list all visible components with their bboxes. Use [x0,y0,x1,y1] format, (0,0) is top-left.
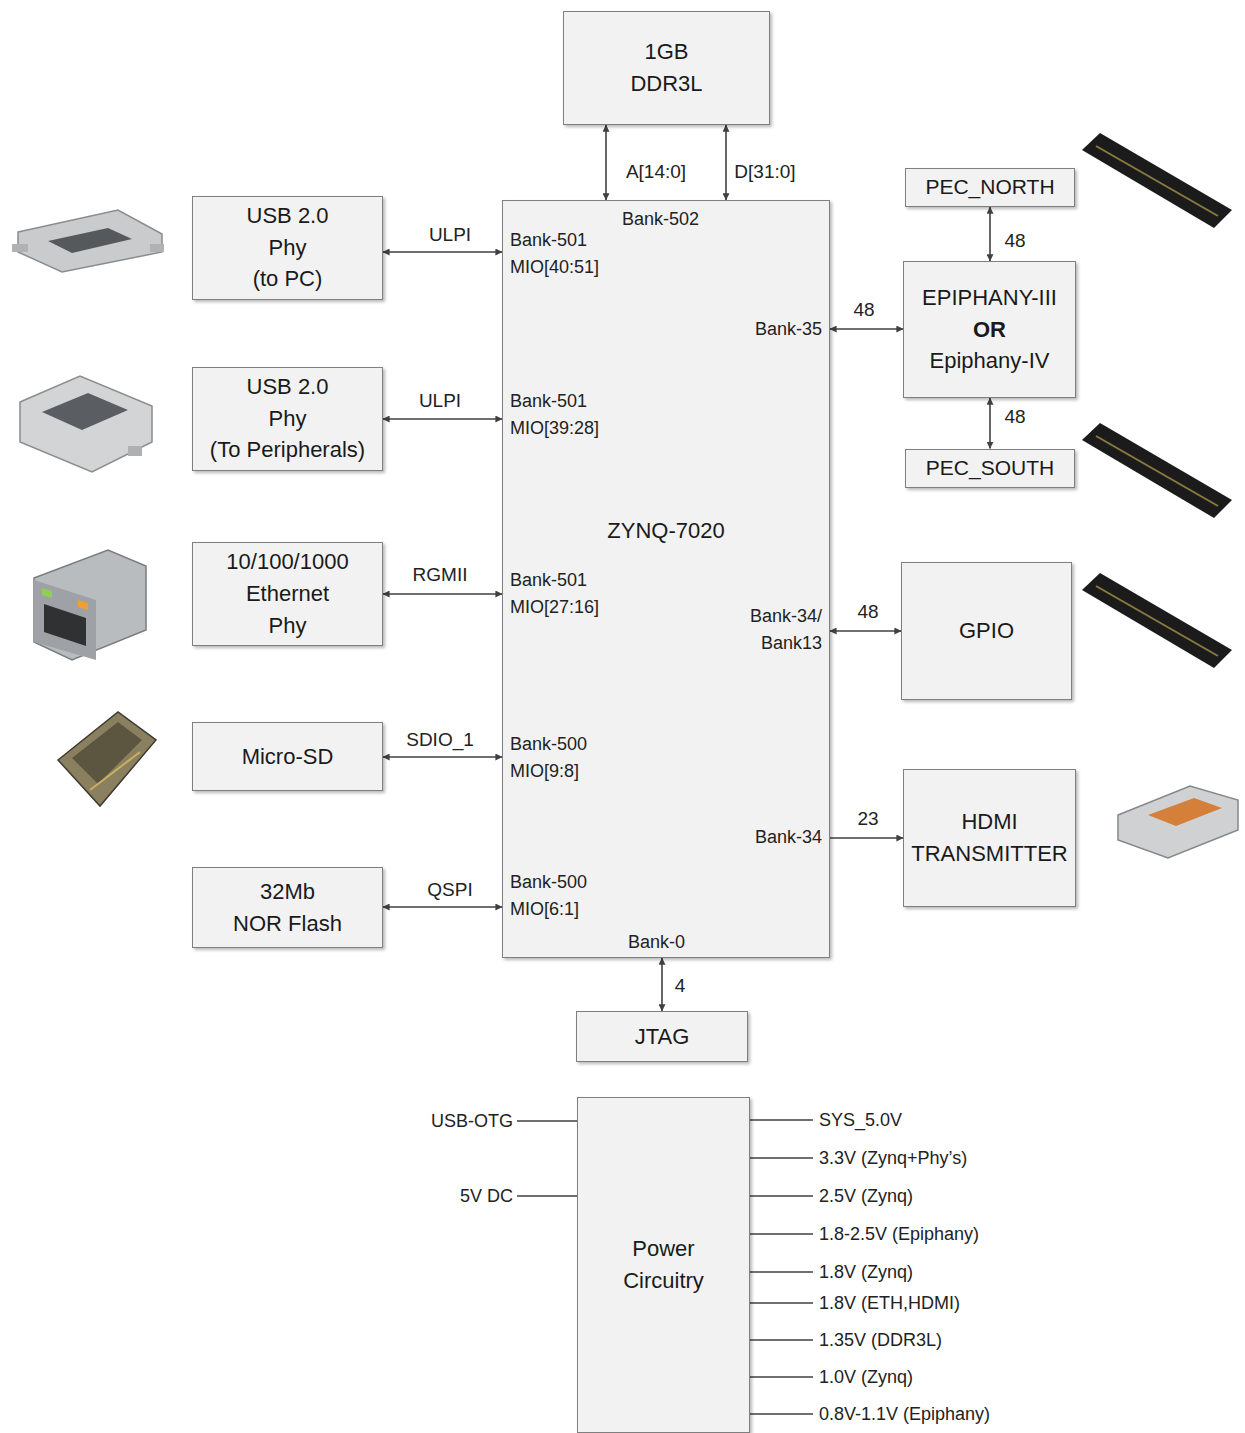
bus-label: A[14:0] [624,161,688,183]
bus-connector [383,906,502,908]
power-rail-label: 1.8V (ETH,HDMI) [819,1290,960,1317]
expansion-connector [1082,133,1232,228]
bank-label: Bank-35 [755,316,822,343]
bus-connector [989,207,991,261]
bank-label: Bank-501 MIO[27:16] [510,567,599,621]
component-box: USB 2.0 Phy (To Peripherals) [192,367,383,471]
usb-connector [20,376,152,472]
bus-label: 23 [855,808,880,830]
bus-label: QSPI [425,879,474,901]
component-box: PEC_SOUTH [905,449,1075,488]
box-text: PEC_SOUTH [926,453,1054,483]
bank-label: Bank-0 [628,929,685,956]
component-box: USB 2.0 Phy (to PC) [192,196,383,300]
power-rail-label: 1.0V (Zynq) [819,1364,913,1391]
component-box: 32Mb NOR Flash [192,867,383,948]
microsd-socket [58,712,156,806]
power-rail-label: 1.8-2.5V (Epiphany) [819,1221,979,1248]
bus-label: D[31:0] [732,161,797,183]
component-box: JTAG [576,1011,748,1062]
power-rail-label: 1.35V (DDR3L) [819,1327,942,1354]
box-text: ZYNQ-7020 [607,515,724,547]
expansion-connector [1082,573,1232,668]
box-text: 10/100/1000 Ethernet Phy [226,546,348,642]
bus-connector [830,630,901,632]
bus-label: 4 [673,975,688,997]
component-box: EPIPHANY-IIIOREpiphany-IV [903,261,1076,398]
bus-connector [830,837,903,839]
power-rail-label: 1.8V (Zynq) [819,1259,913,1286]
bank-label: Bank-34/ Bank13 [750,603,822,657]
box-text: 1GB DDR3L [630,36,702,100]
power-rail-label: USB-OTG [431,1108,513,1135]
bank-label: Bank-500 MIO[6:1] [510,869,587,923]
bus-connector [661,958,663,1011]
box-text: USB 2.0 Phy (To Peripherals) [210,371,365,467]
bus-connector [383,756,502,758]
power-rail-label: 5V DC [460,1183,513,1210]
usb-connector [12,210,164,272]
bus-connector [383,593,502,595]
box-text: Epiphany-IV [930,345,1050,377]
bus-label: RGMII [411,564,470,586]
bus-connector [725,125,727,200]
bus-connector [989,398,991,449]
bus-label: 48 [1002,230,1027,252]
box-text: OR [973,314,1006,346]
bank-label: Bank-502 [622,206,699,233]
bus-label: ULPI [417,390,463,412]
bus-connector [383,418,502,420]
component-box: 1GB DDR3L [563,11,770,125]
box-text: JTAG [635,1021,690,1053]
box-text: GPIO [959,615,1014,647]
component-box: Power Circuitry [577,1097,750,1433]
bus-label: ULPI [427,224,473,246]
expansion-connector [1082,423,1232,518]
box-text: 32Mb NOR Flash [233,876,342,940]
box-text: USB 2.0 Phy (to PC) [247,200,329,296]
bank-label: Bank-34 [755,824,822,851]
bank-label: Bank-500 MIO[9:8] [510,731,587,785]
box-text: HDMI TRANSMITTER [911,806,1067,870]
bus-label: 48 [1002,406,1027,428]
component-box: Micro-SD [192,722,383,791]
ethernet-jack [34,550,146,660]
component-box: HDMI TRANSMITTER [903,769,1076,907]
bus-connector [383,251,502,253]
power-rail-label: 3.3V (Zynq+Phy’s) [819,1145,967,1172]
power-rail-label: SYS_5.0V [819,1107,902,1134]
power-rail-label: 2.5V (Zynq) [819,1183,913,1210]
box-text: PEC_NORTH [925,172,1054,202]
bank-label: Bank-501 MIO[39:28] [510,388,599,442]
bus-connector [830,328,903,330]
bus-label: 48 [851,299,876,321]
power-rail-label: 0.8V-1.1V (Epiphany) [819,1401,990,1428]
component-box: 10/100/1000 Ethernet Phy [192,542,383,646]
component-box: PEC_NORTH [905,168,1075,207]
box-text: EPIPHANY-III [922,282,1057,314]
box-text: Power Circuitry [623,1233,704,1297]
bank-label: Bank-501 MIO[40:51] [510,227,599,281]
box-text: Micro-SD [242,741,334,773]
bus-label: 48 [855,601,880,623]
bus-connector [605,125,607,200]
component-box: GPIO [901,562,1072,700]
hdmi-connector [1118,786,1238,858]
bus-label: SDIO_1 [404,729,476,751]
